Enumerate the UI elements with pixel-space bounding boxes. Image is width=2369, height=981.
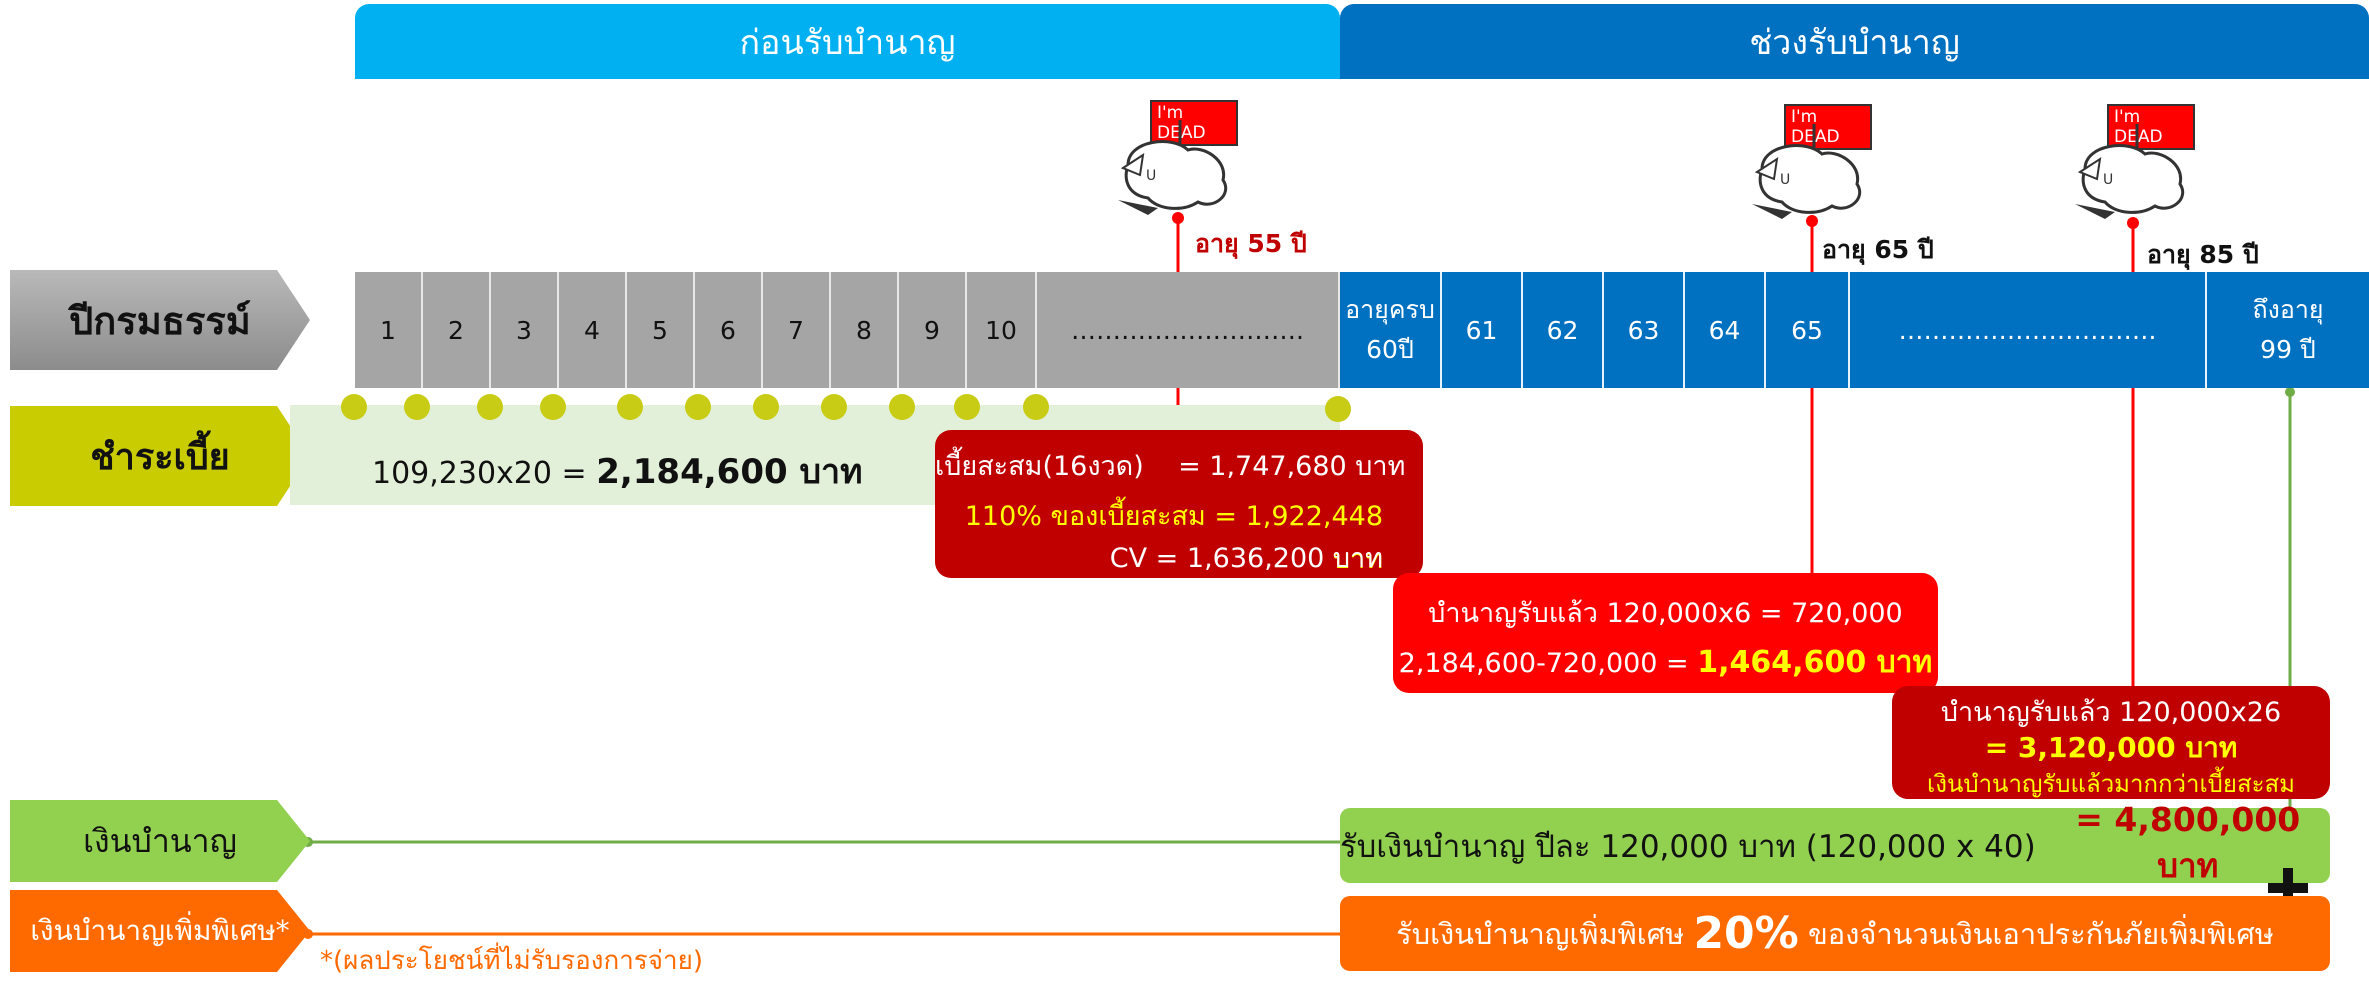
marker-age-65 bbox=[1806, 215, 1818, 227]
label-extra-annuity: เงินบำนาญเพิ่มพิเศษ* bbox=[10, 890, 310, 972]
year-cell-8: 8 bbox=[831, 272, 899, 388]
footnote: *(ผลประโยชน์ที่ไม่รับรองการจ่าย) bbox=[320, 946, 703, 976]
year-cell-blue-dots: …………………………. bbox=[1850, 272, 2207, 388]
svg-text:U: U bbox=[1146, 168, 1156, 184]
premium-dot-8 bbox=[821, 394, 847, 420]
marker-age-99 bbox=[2285, 387, 2295, 397]
year-cell-1: 1 bbox=[355, 272, 423, 388]
premium-dot-6 bbox=[685, 394, 711, 420]
year-cell-age-99: ถึงอายุ 99 ปี bbox=[2207, 272, 2369, 388]
box2-line2-value: 1,464,600 บาท bbox=[1697, 645, 1933, 680]
premium-dot-end bbox=[1325, 396, 1351, 422]
box1-line1: เบี้ยสะสม(16งวด) = 1,747,680 บาท bbox=[935, 451, 1406, 482]
dead-figure-55: I'm DEAD U bbox=[1118, 100, 1238, 215]
ghost-icon: U bbox=[1118, 120, 1227, 215]
box2-line2-prefix: 2,184,600-720,000 = bbox=[1398, 648, 1698, 679]
marker-age-55 bbox=[1172, 212, 1184, 224]
box3-line2: = 3,120,000 บาท bbox=[1984, 731, 2238, 764]
year-cell-2: 2 bbox=[423, 272, 491, 388]
extra-bar-pct: 20% bbox=[1693, 908, 1799, 959]
year-cell-65: 65 bbox=[1766, 272, 1850, 388]
extra-bar-suffix: ของจำนวนเงินเอาประกันภัยเพิ่มพิเศษ bbox=[1798, 916, 2274, 951]
dead-figure-65: I'm DEAD U bbox=[1752, 104, 1872, 219]
year-cell-7: 7 bbox=[763, 272, 831, 388]
box1-line3: CV = 1,636,200 บาท bbox=[1109, 543, 1383, 574]
bar-extra-annuity: รับเงินบำนาญเพิ่มพิเศษ 20% ของจำนวนเงินเ… bbox=[1340, 896, 2330, 971]
ghost-icon: U bbox=[2075, 124, 2184, 219]
box3-line1: บำนาญรับแล้ว 120,000x26 bbox=[1940, 697, 2282, 728]
box-death-age-65: บำนาญรับแล้ว 120,000x6 = 720,000 2,184,6… bbox=[1393, 573, 1938, 693]
premium-dot-11 bbox=[1023, 394, 1049, 420]
box-death-age-55: เบี้ยสะสม(16งวด) = 1,747,680 บาท 110% ขอ… bbox=[935, 430, 1423, 578]
year-cell-61: 61 bbox=[1442, 272, 1523, 388]
box-death-age-85: บำนาญรับแล้ว 120,000x26 = 3,120,000 บาท … bbox=[1892, 686, 2330, 799]
box2-line1: บำนาญรับแล้ว 120,000x6 = 720,000 bbox=[1428, 598, 1903, 629]
year-cell-6: 6 bbox=[695, 272, 763, 388]
annuity-bar-prefix: รับเงินบำนาญ ปีละ 120,000 บาท (120,000 x… bbox=[1340, 828, 2046, 865]
box3-line3: เงินบำนาญรับแล้วมากกว่าเบี้ยสะสม bbox=[1927, 770, 2295, 798]
age-60-line2: 60ปี bbox=[1366, 335, 1414, 364]
year-cell-gray-dots: ………………………. bbox=[1037, 272, 1340, 388]
age-99-line1: ถึงอายุ bbox=[2252, 295, 2324, 324]
year-cell-10: 10 bbox=[967, 272, 1037, 388]
premium-dot-3 bbox=[477, 394, 503, 420]
year-cell-age-60: อายุครบ 60ปี bbox=[1340, 272, 1442, 388]
svg-text:U: U bbox=[1780, 172, 1790, 188]
age-label-85: อายุ 85 ปี bbox=[2147, 240, 2259, 269]
bar-annuity-payout: รับเงินบำนาญ ปีละ 120,000 บาท (120,000 x… bbox=[1340, 800, 2330, 885]
header-annuity-period: ช่วงรับบำนาญ bbox=[1340, 4, 2369, 79]
age-99-line2: 99 ปี bbox=[2260, 335, 2316, 364]
premium-dot-2 bbox=[404, 394, 430, 420]
year-cell-63: 63 bbox=[1604, 272, 1685, 388]
premium-formula: 109,230x20 = 2,184,600 บาท bbox=[372, 444, 863, 498]
label-annuity: เงินบำนาญ bbox=[10, 800, 310, 882]
year-cell-64: 64 bbox=[1685, 272, 1766, 388]
extra-bar-prefix: รับเงินบำนาญเพิ่มพิเศษ bbox=[1396, 916, 1694, 951]
svg-text:U: U bbox=[2103, 172, 2113, 188]
premium-dot-1 bbox=[341, 394, 367, 420]
plus-icon bbox=[2268, 868, 2308, 908]
premium-expr: 109,230x20 = bbox=[372, 456, 597, 491]
premium-total: 2,184,600 บาท bbox=[596, 452, 863, 492]
label-premium: ชำระเบี้ย bbox=[10, 406, 310, 506]
age-label-55: อายุ 55 ปี bbox=[1195, 229, 1307, 258]
header-before-annuity: ก่อนรับบำนาญ bbox=[355, 4, 1340, 79]
annuity-bar-total: = 4,800,000 บาท bbox=[2075, 799, 2301, 885]
premium-dot-10 bbox=[954, 394, 980, 420]
year-cell-9: 9 bbox=[899, 272, 967, 388]
year-cell-62: 62 bbox=[1523, 272, 1604, 388]
box2-line2: 2,184,600-720,000 = 1,464,600 บาท bbox=[1393, 639, 1938, 686]
premium-dot-4 bbox=[540, 394, 566, 420]
marker-age-85 bbox=[2127, 217, 2139, 229]
premium-dot-5 bbox=[617, 394, 643, 420]
label-policy-year: ปีกรมธรรม์ bbox=[10, 270, 310, 370]
year-cell-4: 4 bbox=[559, 272, 627, 388]
age-60-line1: อายุครบ bbox=[1345, 295, 1435, 324]
box1-line2: 110% ของเบี้ยสะสม = 1,922,448 บาท bbox=[964, 501, 1383, 575]
premium-dot-7 bbox=[753, 394, 779, 420]
year-cell-5: 5 bbox=[627, 272, 695, 388]
dead-figure-85: I'm DEAD U bbox=[2075, 104, 2195, 219]
premium-dot-9 bbox=[889, 394, 915, 420]
ghost-icon: U bbox=[1752, 124, 1861, 219]
age-label-65: อายุ 65 ปี bbox=[1822, 235, 1934, 264]
year-cell-3: 3 bbox=[491, 272, 559, 388]
